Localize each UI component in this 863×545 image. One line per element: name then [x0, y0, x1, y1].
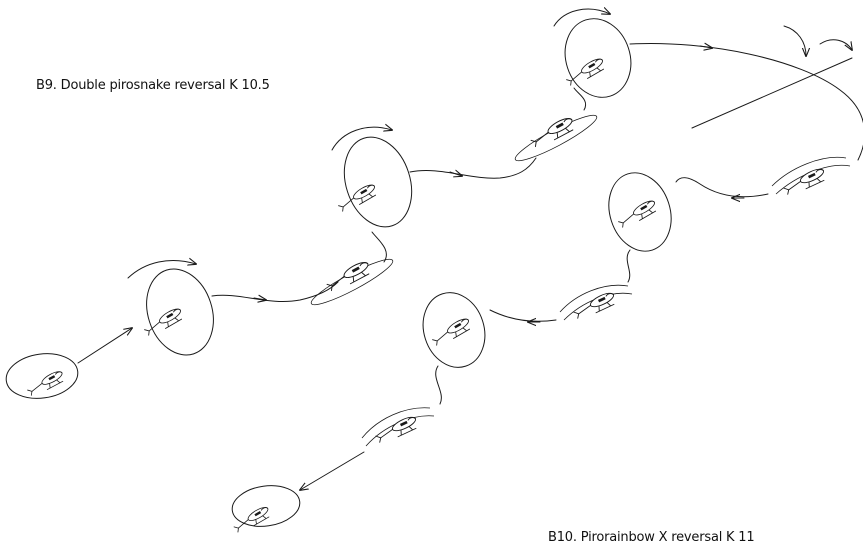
- maneuver-caption-b9: B9. Double pirosnake reversal K 10.5: [36, 78, 270, 93]
- rotation-arrow-icon: [553, 9, 610, 27]
- flight-direction-arrow-icon: [300, 451, 365, 490]
- flight-path-line: [435, 365, 442, 405]
- inverted-helicopter-2-b9: [514, 114, 598, 162]
- piro-circle-1-b9: [127, 260, 214, 356]
- maneuver-caption-b10: B10. Pirorainbow X reversal K 11: [548, 530, 755, 545]
- rotation-arrow-icon: [783, 25, 806, 56]
- inverted-helicopter-1-b10: [771, 156, 851, 198]
- x-reversal-line: [691, 57, 853, 129]
- inverted-helicopter-1-b9: [310, 258, 394, 306]
- flight-direction-arrow-icon: [449, 172, 462, 176]
- flight-path-line: [489, 309, 557, 322]
- flight-path-line: [573, 87, 587, 111]
- inverted-helicopter-2-b10: [559, 284, 633, 322]
- flight-path-line: [626, 249, 631, 283]
- flight-direction-arrow-icon: [699, 46, 712, 48]
- flight-path-line: [675, 177, 769, 198]
- rotation-arrow-icon: [819, 39, 852, 50]
- reversal-loop-path: [629, 43, 863, 161]
- piro-circle-3-b9: [553, 9, 632, 98]
- rotation-arrow-icon: [331, 127, 392, 151]
- start-hover-circle-b9: [5, 353, 79, 399]
- rotation-arrow-icon: [127, 260, 196, 279]
- piro-circle-1-b10: [608, 172, 672, 252]
- flight-path-line: [371, 231, 387, 263]
- flight-direction-arrow-icon: [77, 328, 132, 364]
- piro-circle-2-b10: [422, 292, 486, 368]
- end-hover-circle-b10: [231, 485, 301, 535]
- flight-path-line: [409, 157, 537, 179]
- flight-direction-arrow-icon: [253, 298, 266, 300]
- inverted-helicopter-3-b10: [361, 407, 435, 447]
- piro-circle-2-b9: [331, 127, 413, 228]
- flight-path-line: [211, 281, 339, 303]
